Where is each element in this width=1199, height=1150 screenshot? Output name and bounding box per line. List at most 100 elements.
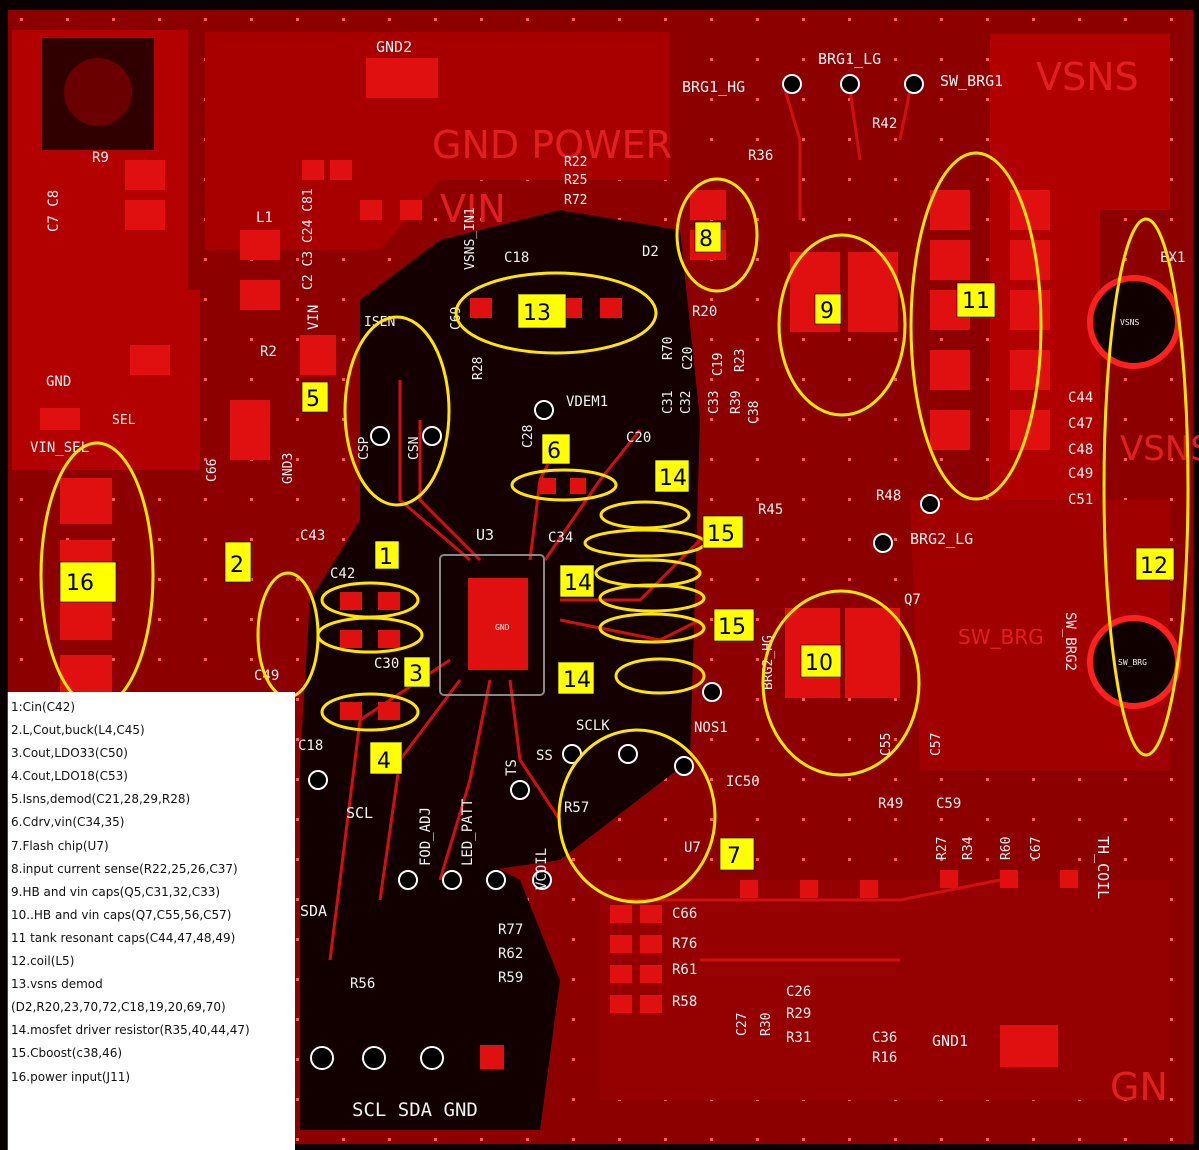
legend-item-9: 9.HB and vin caps(Q5,C31,32,C33) [11,884,221,899]
label-r62: R62 [498,946,523,962]
label-sw-brg1: SW_BRG1 [940,72,1003,90]
label-r27: R27 [935,837,950,860]
svg-text:10: 10 [805,651,833,676]
label-r16: R16 [872,1050,897,1066]
label-r48: R48 [876,488,901,504]
label-r42: R42 [872,116,897,132]
label-r25: R25 [564,173,587,188]
label-sda: SDA [300,902,327,920]
label-r70: R70 [661,337,676,360]
copper-pour-top [205,32,670,250]
legend-item-4: 4.Cout,LDO18(C53) [11,769,128,784]
svg-text:8: 8 [699,227,713,252]
svg-text:5: 5 [306,387,320,412]
svg-text:13: 13 [523,301,551,326]
label-sclk: SCLK [576,718,610,734]
label-u3-gnd: GND [495,623,510,632]
legend-item-15: 15.Cboost(c38,46) [11,1046,123,1061]
callout-3: 3 [403,656,431,688]
label-c44: C44 [1068,390,1093,406]
label-gn: GN [1110,1065,1168,1109]
label-c36: C36 [872,1030,897,1046]
label-brg2-lg: BRG2_LG [910,530,973,548]
label-r61: R61 [672,962,697,978]
callout-2: 2 [224,541,252,583]
label-vcoil: VCOIL [534,848,550,890]
label-c30: C30 [374,656,399,672]
callout-7: 7 [719,837,755,871]
label-c59: C59 [936,796,961,812]
label-c18-bottom: C18 [298,738,323,754]
label-u3: U3 [476,526,494,544]
legend-item-1: 1:Cin(C42) [11,700,76,714]
callout-15-b: 15 [713,608,755,642]
ic-keepout-zone [300,210,700,880]
label-csn: CSN [407,437,422,460]
callout-15-a: 15 [702,515,744,549]
legend-item-2: 2.L,Cout,buck(L4,C45) [11,723,145,738]
label-r31: R31 [786,1030,811,1046]
label-c31-c32: C31 [661,391,676,414]
label-fod-adj: FOD_ADJ [418,807,434,866]
label-gnd: GND [46,374,71,390]
label-r56: R56 [350,976,375,992]
svg-text:14: 14 [564,571,592,596]
label-coil-sw: SW_BRG [1118,658,1147,667]
label-coil-vsns: VSNS [1120,318,1139,327]
label-r58: R58 [672,994,697,1010]
svg-text:15: 15 [707,522,735,547]
label-r36: R36 [748,148,773,164]
label-csp: CSP [357,436,372,460]
label-r57: R57 [564,800,589,816]
svg-text:14: 14 [563,668,591,693]
label-r9: R9 [92,150,109,166]
label-r28: R28 [471,357,486,380]
svg-text:7: 7 [727,844,741,869]
label-ts: TS [504,759,520,776]
legend-item-12: 12.coil(L5) [11,954,75,969]
label-c57: C57 [929,733,944,756]
callout-12: 12 [1135,547,1175,581]
label-c26: C26 [786,984,811,1000]
label-c43: C43 [300,528,325,544]
label-c18: C18 [504,250,529,266]
label-u7: U7 [684,840,701,856]
label-r2: R2 [260,344,277,360]
label-nos: NOS1 [694,720,728,736]
test-points [308,74,940,1070]
callout-14-c: 14 [557,661,595,695]
svg-text:16: 16 [66,571,94,596]
label-c66: C66 [205,459,220,482]
svg-text:14: 14 [659,466,687,491]
label-r45: R45 [758,502,783,518]
label-brg1-lg: BRG1_LG [818,50,881,68]
label-c33: C33 [707,391,722,414]
label-r39: R39 [729,391,744,414]
label-c51: C51 [1068,492,1093,508]
label-vsns-in: VSNS_IN1 [463,207,478,270]
label-c20-top: C20 [681,347,696,370]
label-c48: C48 [1068,442,1093,458]
svg-text:6: 6 [547,439,561,464]
label-c67: C67 [1029,837,1044,860]
callout-14-b: 14 [559,564,595,598]
label-c47: C47 [1068,416,1093,432]
label-gnd1: GND1 [932,1032,968,1050]
label-sw-brg2: SW_BRG2 [1062,612,1078,671]
callout-5: 5 [301,381,329,413]
label-caps-column: C2 C3 C24 C81 [301,188,316,290]
label-ex1: EX1 [1160,250,1185,266]
callout-4: 4 [369,741,403,775]
label-brg1-hg: BRG1_HG [682,78,745,96]
svg-text:1: 1 [379,545,393,570]
legend-item-10: 10..HB and vin caps(Q7,C55,56,C57) [11,907,232,922]
label-brg2-hg: BRG2_HG [761,635,776,690]
label-vin-small: VIN [306,305,322,330]
label-connector: SCL SDA GND [352,1099,478,1121]
callout-9: 9 [814,293,842,325]
callout-1: 1 [374,540,400,570]
label-c49-right: C49 [1068,466,1093,482]
label-gnd-power: GND POWER [432,123,672,167]
callout-6: 6 [541,433,571,465]
label-r77: R77 [498,922,523,938]
